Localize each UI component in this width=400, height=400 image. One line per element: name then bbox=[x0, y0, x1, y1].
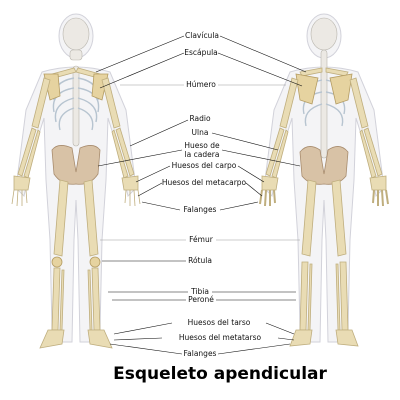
back-radius-right bbox=[363, 127, 383, 177]
label-radio: Radio bbox=[189, 114, 210, 123]
label-metatarso: Huesos del metatarso bbox=[179, 333, 262, 342]
label-cadera-2: la cadera bbox=[185, 150, 220, 159]
front-radius-left bbox=[17, 127, 37, 177]
label-cadera-1: Hueso de bbox=[184, 141, 220, 150]
back-axial-skeleton bbox=[302, 17, 346, 159]
bone-labels: Clavícula Escápula Húmero Radio Ulna Hue… bbox=[162, 31, 262, 358]
label-falanges-mano: Falanges bbox=[184, 205, 217, 214]
back-foot-right bbox=[335, 329, 359, 347]
front-foot-left bbox=[39, 329, 65, 349]
label-falanges-pie: Falanges bbox=[184, 349, 217, 358]
label-escapula: Escápula bbox=[184, 48, 218, 57]
front-axial-skeleton bbox=[52, 17, 100, 147]
leader-lines bbox=[95, 35, 307, 355]
front-radius-right bbox=[115, 127, 135, 177]
back-radius-left bbox=[265, 127, 285, 177]
label-metacarpo: Huesos del metacarpo bbox=[162, 178, 247, 187]
label-carpo: Huesos del carpo bbox=[172, 161, 237, 170]
front-foot-right bbox=[87, 329, 113, 349]
front-appendicular-bones bbox=[11, 67, 141, 349]
label-perone: Peroné bbox=[188, 295, 214, 304]
diagram-title: Esqueleto apendicular bbox=[113, 364, 327, 384]
front-humerus-right bbox=[101, 77, 121, 129]
back-carpals-right bbox=[369, 175, 387, 191]
label-tarso: Huesos del tarso bbox=[188, 318, 251, 327]
back-scapula-right bbox=[329, 73, 353, 105]
label-ulna: Ulna bbox=[192, 128, 209, 137]
back-femur-left bbox=[301, 179, 317, 257]
label-humero: Húmero bbox=[186, 80, 216, 89]
back-appendicular-bones bbox=[259, 67, 389, 347]
back-humerus-left bbox=[279, 77, 299, 129]
front-patella-right bbox=[89, 256, 101, 268]
back-carpals-left bbox=[261, 175, 279, 191]
front-carpals-left bbox=[13, 175, 31, 191]
back-foot-left bbox=[289, 329, 313, 347]
label-femur: Fémur bbox=[189, 235, 214, 244]
front-patella-left bbox=[51, 256, 63, 268]
label-tibia: Tibia bbox=[190, 287, 209, 296]
front-carpals-right bbox=[121, 175, 139, 191]
front-figure bbox=[11, 13, 141, 349]
label-clavicula: Clavícula bbox=[185, 31, 219, 40]
front-femur-left bbox=[53, 179, 69, 257]
back-figure bbox=[259, 13, 389, 347]
back-humerus-right bbox=[349, 77, 369, 129]
label-rotula: Rótula bbox=[188, 256, 212, 265]
back-femur-right bbox=[331, 179, 347, 257]
back-scapula-left bbox=[295, 73, 319, 105]
front-humerus-left bbox=[31, 77, 51, 129]
front-femur-right bbox=[83, 179, 99, 257]
